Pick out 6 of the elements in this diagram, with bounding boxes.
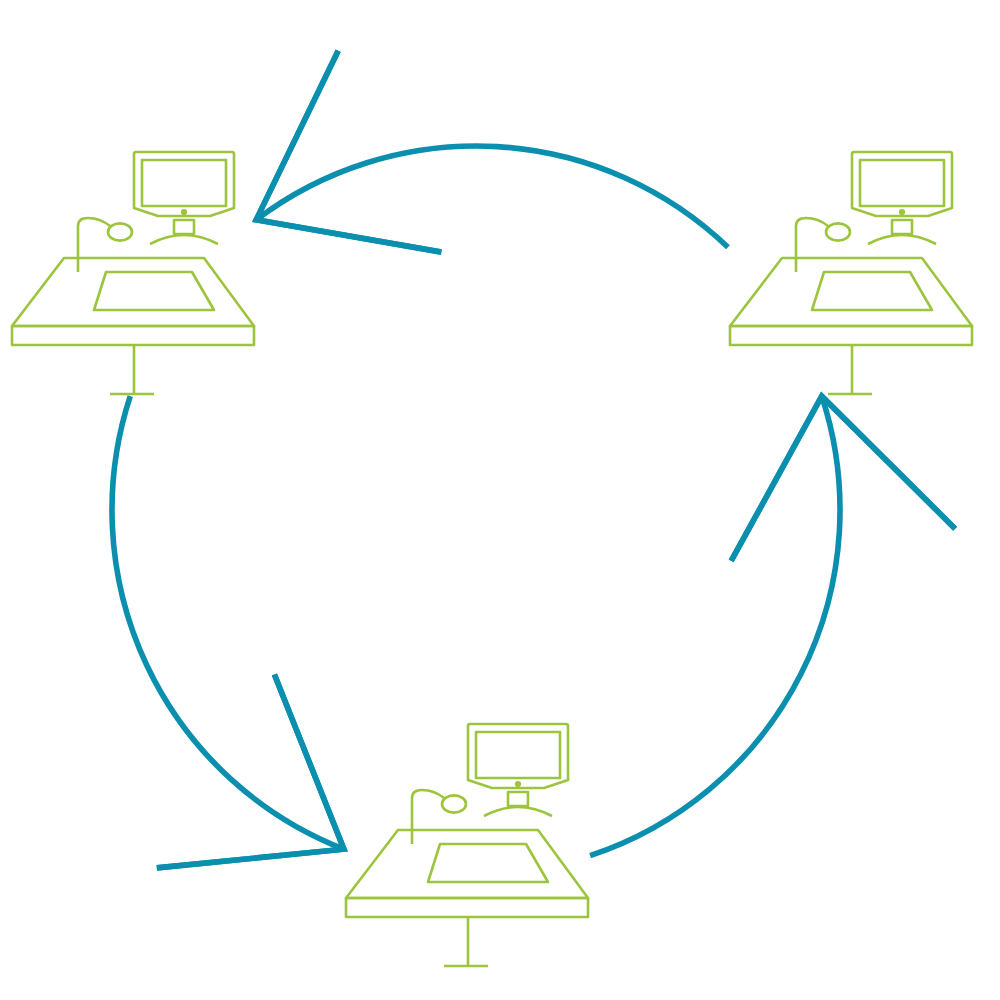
curved-arrow bbox=[109, 395, 348, 871]
computer-desk-illustration bbox=[10, 150, 256, 396]
computer-desk-illustration bbox=[344, 722, 590, 968]
computer-desk-illustration bbox=[728, 150, 974, 396]
curved-arrow bbox=[252, 47, 730, 255]
curved-arrow bbox=[589, 391, 958, 859]
